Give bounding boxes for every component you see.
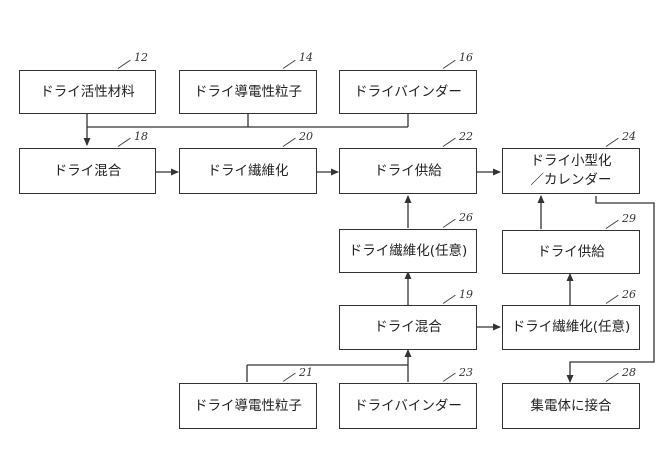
ref-numeral-18: 18 bbox=[134, 130, 148, 143]
box-dry-mixing: ドライ混合 bbox=[19, 148, 156, 194]
box-bond-to-current-collector: 集電体に接合 bbox=[502, 383, 640, 429]
box-dry-feed-secondary: ドライ供給 bbox=[502, 230, 640, 274]
box-label: ドライ繊維化(任意) bbox=[511, 319, 631, 335]
box-dry-binder: ドライバインダー bbox=[339, 70, 477, 114]
box-label: ドライ繊維化(任意) bbox=[348, 242, 468, 259]
ref-numeral-22: 22 bbox=[459, 130, 473, 143]
box-dry-fibrillation-optional-upper: ドライ繊維化(任意) bbox=[339, 229, 477, 273]
box-label: ドライ混合 bbox=[374, 319, 442, 335]
ref-numeral-28: 28 bbox=[622, 366, 636, 379]
box-label: ドライ活性材料 bbox=[40, 83, 135, 100]
box-label: ドライ導電性粒子 bbox=[194, 83, 302, 100]
ref-numeral-20: 20 bbox=[299, 130, 313, 143]
ref-numeral-24: 24 bbox=[622, 130, 636, 143]
box-dry-mixing-secondary: ドライ混合 bbox=[339, 305, 477, 350]
box-label: ドライ導電性粒子 bbox=[194, 397, 302, 414]
box-label: ドライ供給 bbox=[537, 243, 605, 260]
box-dry-fibrillation-optional-lower: ドライ繊維化(任意) bbox=[502, 305, 640, 350]
box-label-line2: ／カレンダー bbox=[530, 172, 612, 188]
arrow-21-23-to-19 bbox=[246, 350, 408, 382]
box-dry-conductive-particles-secondary: ドライ導電性粒子 bbox=[179, 383, 317, 429]
box-label: ドライ繊維化 bbox=[207, 162, 289, 179]
ref-numeral-14: 14 bbox=[299, 51, 313, 64]
box-label: 集電体に接合 bbox=[530, 397, 612, 414]
arrow-24-to-28 bbox=[566, 196, 655, 383]
ref-numeral-26-lower: 26 bbox=[622, 288, 636, 301]
ref-numeral-29: 29 bbox=[622, 212, 636, 225]
box-dry-feed: ドライ供給 bbox=[339, 148, 477, 194]
box-label: ドライ供給 bbox=[374, 162, 442, 179]
ref-numeral-21: 21 bbox=[299, 366, 313, 379]
ref-numeral-26-upper: 26 bbox=[459, 211, 473, 224]
box-label-line1: ドライ小型化 bbox=[530, 153, 612, 169]
ref-numeral-19: 19 bbox=[459, 288, 473, 301]
connector-12-14-16-merge bbox=[86, 113, 409, 128]
box-label: ドライバインダー bbox=[354, 397, 462, 414]
ref-numeral-23: 23 bbox=[459, 366, 473, 379]
box-label: ドライ混合 bbox=[53, 162, 122, 179]
box-label: ドライバインダー bbox=[354, 83, 462, 100]
box-dry-compaction-calender: ドライ小型化 ／カレンダー bbox=[502, 148, 640, 194]
box-dry-conductive-particles: ドライ導電性粒子 bbox=[179, 70, 317, 114]
box-dry-fibrillation: ドライ繊維化 bbox=[179, 148, 317, 194]
box-dry-active-material: ドライ活性材料 bbox=[19, 70, 156, 114]
ref-numeral-12: 12 bbox=[134, 51, 148, 64]
box-dry-binder-secondary: ドライバインダー bbox=[339, 383, 477, 429]
ref-numeral-16: 16 bbox=[459, 51, 473, 64]
